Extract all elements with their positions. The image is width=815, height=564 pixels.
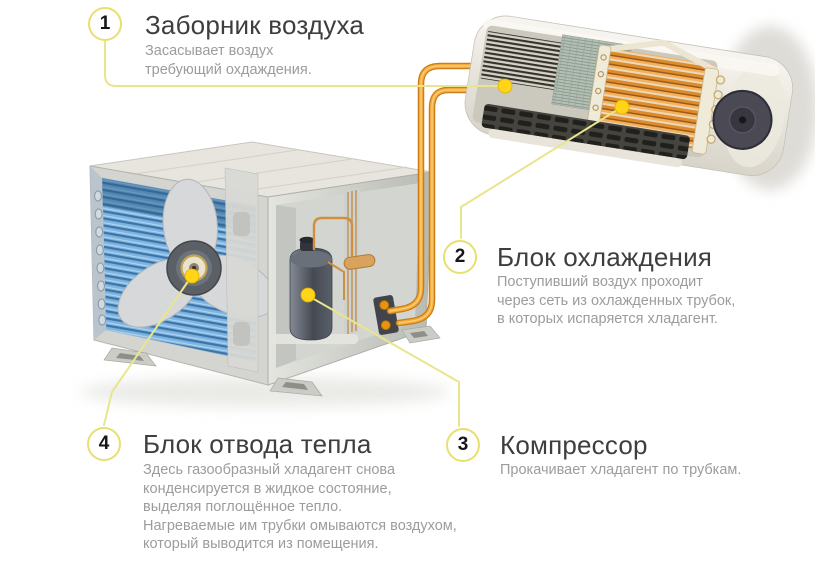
callout-dot-4 bbox=[184, 268, 200, 284]
callout-1-number-badge: 1 bbox=[88, 7, 122, 41]
callout-4-description: Здесь газообразный хладагент снова конде… bbox=[143, 462, 457, 552]
ground-shadow bbox=[80, 377, 450, 407]
indoor-unit-illustration bbox=[464, 15, 794, 177]
callout-dot-2 bbox=[614, 99, 630, 115]
callout-2-number-badge: 2 bbox=[443, 240, 477, 274]
callout-4-title: Блок отвода тепла bbox=[143, 429, 372, 459]
callout-line-2 bbox=[460, 109, 618, 239]
outdoor-unit-illustration bbox=[89, 141, 441, 397]
callout-3-title: Компрессор bbox=[500, 430, 648, 460]
callout-dot-3 bbox=[300, 287, 316, 303]
callout-3-description: Прокачивает хладагент по трубкам. bbox=[500, 462, 742, 478]
callout-line-4 bbox=[103, 279, 190, 426]
callout-2-description: Поступивший воздух проходит через сеть и… bbox=[497, 274, 736, 327]
refrigerant-tubes-icon bbox=[386, 62, 476, 327]
callout-2-title: Блок охлаждения bbox=[497, 242, 713, 272]
callout-line-3 bbox=[311, 297, 460, 427]
callout-dot-1 bbox=[497, 78, 513, 94]
callout-line-1 bbox=[104, 40, 499, 87]
callout-1-description: Засасывает воздух требующий охдаждения. bbox=[145, 43, 312, 78]
callout-3-number-badge: 3 bbox=[446, 428, 480, 462]
callout-1-title: Заборник воздуха bbox=[145, 10, 365, 40]
callout-4-number-badge: 4 bbox=[87, 427, 121, 461]
